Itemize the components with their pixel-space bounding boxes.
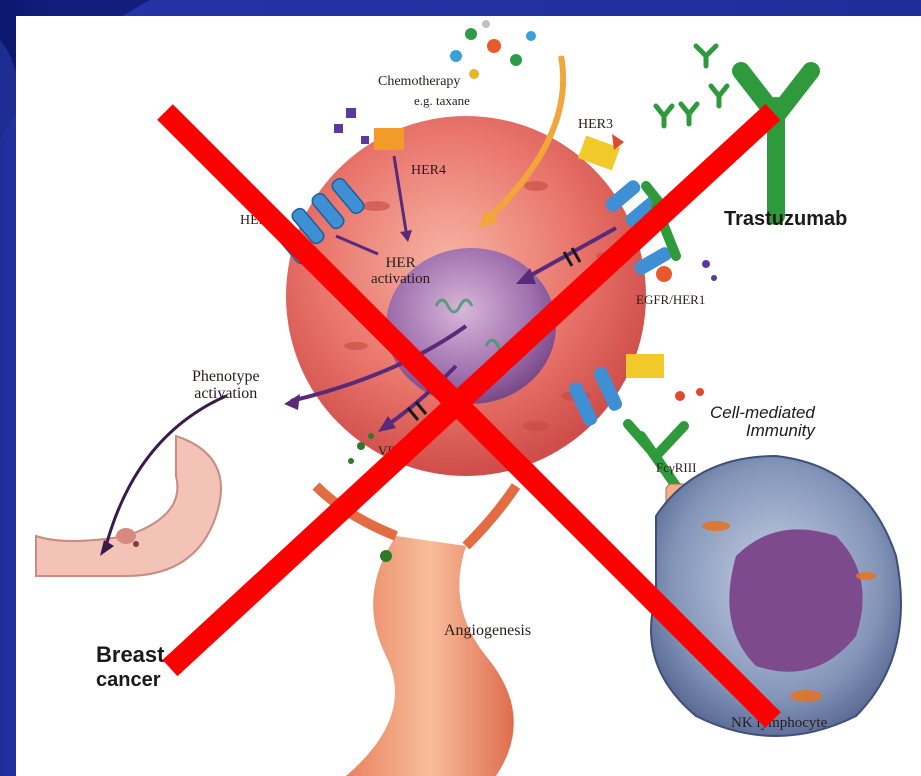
blood-vessel: [316, 433, 516, 776]
label-phenotype-line1: Phenotype: [192, 369, 260, 386]
label-trastuzumab: Trastuzumab: [724, 209, 847, 230]
label-her3: HER3: [578, 118, 613, 133]
label-nk-lymphocyte: NK lymphocyte: [731, 716, 827, 732]
label-chemotherapy-example: e.g. taxane: [414, 94, 470, 108]
label-her-activation: HER activation: [371, 256, 430, 288]
label-phenotype-line2: activation: [192, 386, 260, 403]
diagram-panel: Chemotherapy e.g. taxane HER3 HER4 HER2 …: [16, 16, 921, 776]
label-her2: HER2: [240, 214, 275, 229]
label-breast: Breast: [96, 644, 164, 666]
label-her4: HER4: [411, 164, 446, 179]
label-chemotherapy: Chemotherapy: [378, 75, 460, 90]
label-phenotype-activation: Phenotype activation: [192, 369, 260, 403]
label-egfr: EGFR/HER1: [636, 293, 705, 307]
chemo-molecules: [450, 20, 536, 79]
label-fcyriii: FcγRIII: [656, 461, 696, 475]
label-her-activation-line1: HER: [371, 256, 430, 272]
label-cancer: cancer: [96, 670, 161, 691]
nk-cell: [651, 456, 901, 736]
breast-illustration: [36, 436, 221, 576]
label-her-activation-line2: activation: [371, 272, 430, 288]
label-cell-mediated-immunity: Cell-mediated Immunity: [710, 404, 815, 440]
label-cmi-line2: Immunity: [710, 422, 815, 440]
label-vegf: VEGF: [378, 444, 412, 458]
her4-receptor: [334, 108, 404, 150]
label-cmi-line1: Cell-mediated: [710, 404, 815, 422]
label-angiogenesis: Angiogenesis: [444, 623, 531, 640]
